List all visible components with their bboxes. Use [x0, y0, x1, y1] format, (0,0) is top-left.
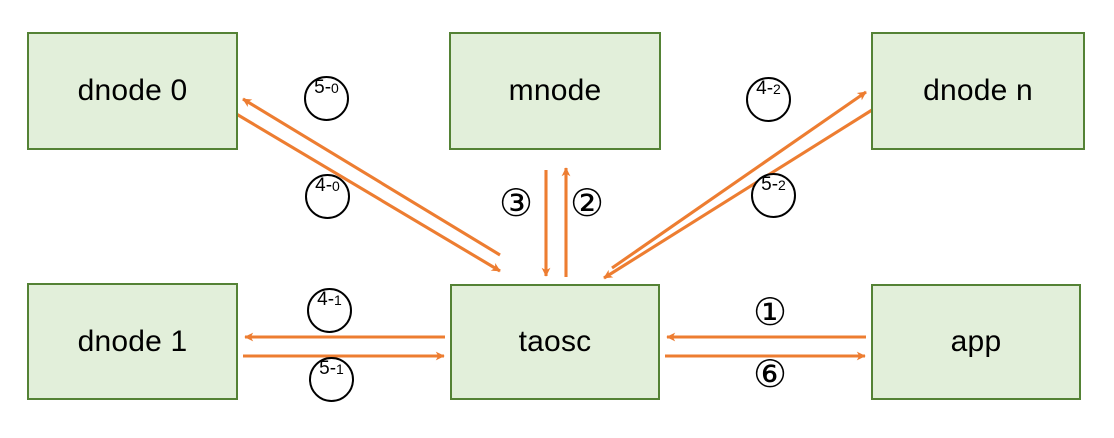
edge-badge-1: ①: [753, 290, 788, 334]
edge-5-0: [242, 97, 501, 257]
badge-sub: 2: [778, 177, 786, 193]
edge-badge-2: ②: [570, 181, 605, 225]
node-dnode-1[interactable]: dnode 1: [27, 283, 238, 400]
badge-sub: 1: [336, 361, 344, 377]
node-app[interactable]: app: [871, 284, 1081, 400]
badge-sub: 0: [331, 80, 339, 96]
badge-main: 4: [315, 175, 326, 196]
node-label: dnode 1: [77, 324, 188, 358]
edge-badge-5-0: 5 - 0: [304, 76, 349, 121]
node-dnode-n[interactable]: dnode n: [871, 32, 1085, 150]
edge-4-0: [232, 110, 501, 273]
node-taosc[interactable]: taosc: [450, 284, 660, 400]
edge-badge-6: ⑥: [753, 352, 788, 396]
badge-main: 4: [317, 289, 328, 310]
node-label: dnode n: [923, 74, 1033, 107]
badge-sub: 2: [773, 81, 781, 97]
edge-badge-5-1: 5 - 1: [309, 357, 354, 402]
badge-main: 5: [761, 174, 772, 195]
edge-5-2: [603, 108, 873, 280]
node-label: dnode 0: [77, 74, 188, 107]
badge-separator: -: [766, 78, 774, 99]
node-label: taosc: [518, 325, 592, 358]
badge-separator: -: [324, 77, 332, 98]
edge-badge-4-2: 4 - 2: [746, 77, 791, 122]
badge-main: 5: [319, 358, 330, 379]
badge-sub: 0: [332, 178, 340, 194]
badge-sub: 1: [334, 292, 342, 308]
node-label: mnode: [508, 74, 602, 107]
edge-badge-4-0: 4 - 0: [305, 174, 350, 219]
node-dnode-0[interactable]: dnode 0: [27, 32, 238, 150]
edge-badge-3: ③: [499, 181, 534, 225]
edge-badge-5-2: 5 - 2: [751, 173, 796, 218]
edge-badge-4-1: 4 - 1: [307, 288, 352, 333]
badge-separator: -: [327, 289, 335, 310]
badge-separator: -: [325, 175, 333, 196]
badge-main: 5: [314, 77, 325, 98]
badge-separator: -: [329, 358, 337, 379]
node-label: app: [950, 325, 1002, 358]
node-mnode[interactable]: mnode: [449, 32, 661, 150]
badge-main: 4: [756, 78, 767, 99]
edge-4-2: [611, 90, 867, 270]
badge-separator: -: [771, 174, 779, 195]
